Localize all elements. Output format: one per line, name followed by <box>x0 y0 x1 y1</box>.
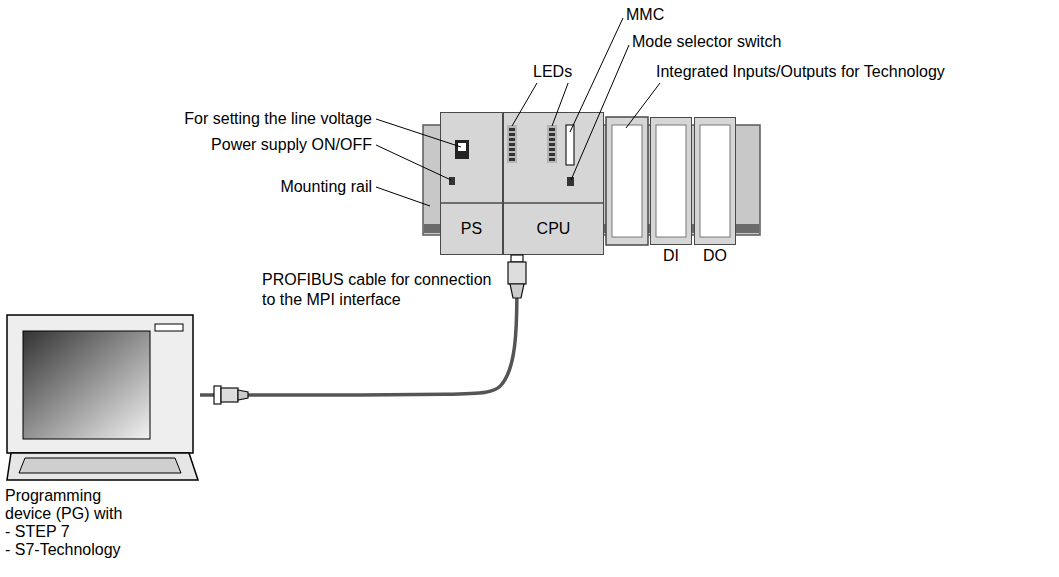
module-front-cover <box>656 125 686 237</box>
leader-line <box>376 145 451 180</box>
led-group <box>509 128 555 161</box>
leader-line <box>376 119 461 147</box>
led <box>549 153 555 156</box>
led <box>549 138 555 141</box>
leader-line <box>570 18 623 132</box>
plug-pins <box>214 386 221 404</box>
led <box>509 158 515 161</box>
leader-line <box>571 45 629 180</box>
plug-strain-relief <box>510 284 524 298</box>
device-label: - S7-Technology <box>5 541 205 559</box>
led <box>509 153 515 156</box>
led <box>509 138 515 141</box>
programming-device: Programming device (PG) with- STEP 7- S7… <box>5 313 200 483</box>
device-label: Programming device (PG) with <box>5 487 145 523</box>
part-label: LEDs <box>533 63 572 81</box>
technology-io-module <box>606 117 648 245</box>
cpu-module: CPU <box>503 112 604 255</box>
mode-selector <box>567 177 574 186</box>
module-front-cover <box>700 125 730 237</box>
led <box>509 133 515 136</box>
led <box>509 128 515 131</box>
laptop-base <box>7 453 198 480</box>
part-label: Mode selector switch <box>632 33 781 51</box>
node-caption: Programming device (PG) with- STEP 7- S7… <box>5 487 205 559</box>
led <box>549 133 555 136</box>
module-divider <box>441 202 603 204</box>
device-label: - STEP 7 <box>5 523 205 541</box>
mmc-slot <box>566 125 574 165</box>
node-caption: DI <box>639 247 703 265</box>
pg-plug <box>221 388 238 402</box>
module-front-cover <box>612 125 642 237</box>
module-label: DO <box>683 247 747 265</box>
led <box>509 148 515 151</box>
led <box>549 128 555 131</box>
module-label: PS <box>461 220 482 238</box>
part-label: MMC <box>626 6 664 24</box>
power-supply-module: PS <box>440 112 503 255</box>
node-caption: DO <box>683 247 747 265</box>
screen-badge <box>155 324 183 331</box>
led <box>549 148 555 151</box>
plug-pins <box>511 255 523 262</box>
cable-label: PROFIBUS cable for connection to the MPI… <box>262 270 502 310</box>
power-switch <box>449 177 455 185</box>
screen-frame <box>7 315 193 453</box>
keyboard <box>19 458 181 473</box>
leader-line <box>552 83 568 126</box>
led <box>549 158 555 161</box>
part-label: Mounting rail <box>280 178 372 196</box>
voltage-selector-window <box>458 143 466 151</box>
module-label: DI <box>639 247 703 265</box>
leader-group <box>376 18 660 206</box>
part-label: For setting the line voltage <box>184 110 372 128</box>
profibus-cable <box>200 255 517 395</box>
part-label: Integrated Inputs/Outputs for Technology <box>656 63 945 81</box>
part-label: Power supply ON/OFF <box>211 136 372 154</box>
led-strip <box>547 125 557 163</box>
led-strip <box>507 125 517 163</box>
laptop-drawing <box>5 313 200 483</box>
bus-plug <box>508 262 526 284</box>
led <box>549 143 555 146</box>
leader-line <box>376 187 430 206</box>
leader-line <box>626 83 660 128</box>
leader-line <box>512 83 537 126</box>
screen <box>23 331 150 439</box>
plug-strain-relief <box>238 390 248 400</box>
module-label: CPU <box>537 220 571 238</box>
digital-output-module: DO <box>694 117 736 245</box>
led <box>509 143 515 146</box>
digital-input-module: DI <box>650 117 692 245</box>
voltage-selector <box>455 140 469 159</box>
